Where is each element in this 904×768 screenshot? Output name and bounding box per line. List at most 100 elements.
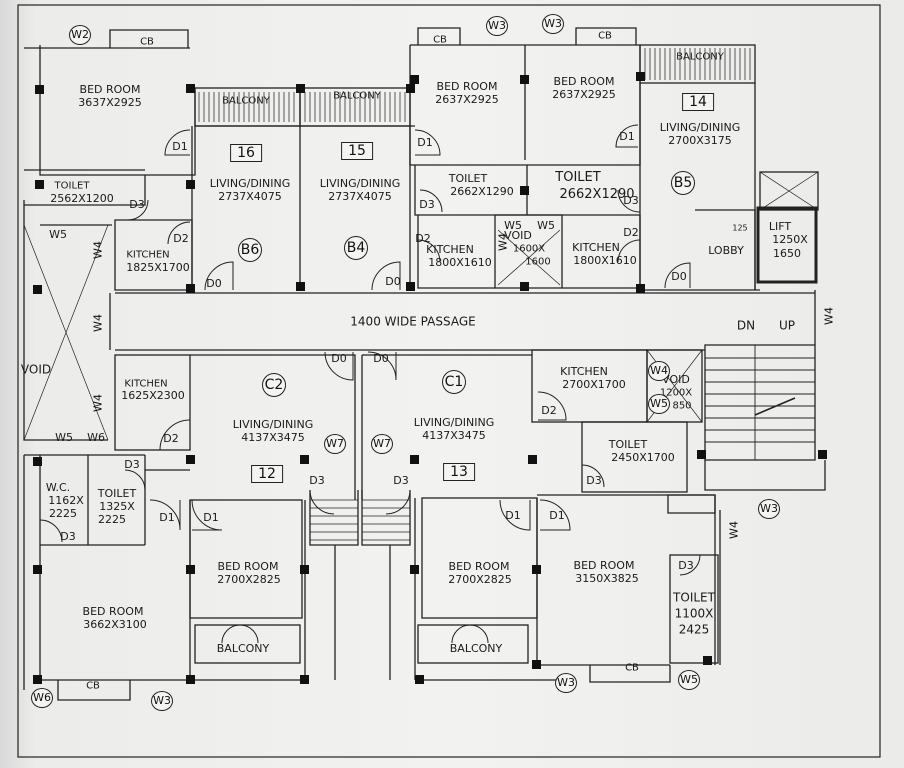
door-tag: D3 bbox=[586, 474, 602, 487]
window-tag: W5 bbox=[648, 394, 670, 414]
cb-label: CB bbox=[86, 680, 100, 692]
room-name: BED ROOM bbox=[82, 605, 144, 618]
door-tag: D1 bbox=[549, 509, 565, 522]
void-label: VOID bbox=[662, 373, 690, 386]
door-tag: D2 bbox=[623, 226, 639, 239]
window-tag: W3 bbox=[542, 14, 564, 34]
door-tag: D1 bbox=[172, 140, 188, 153]
room-name: TOILET bbox=[608, 438, 648, 451]
void-dim: 1600X bbox=[512, 243, 546, 255]
room-name: KITCHEN bbox=[572, 241, 620, 254]
door-tag: D3 bbox=[419, 198, 435, 211]
unit-number: 16 bbox=[230, 144, 262, 162]
room-name: LIVING/DINING bbox=[413, 416, 495, 429]
door-tag: D3 bbox=[129, 198, 145, 211]
window-tag: W3 bbox=[555, 673, 577, 693]
room-dim: 3662X3100 bbox=[83, 618, 147, 631]
room-dim: 1100X bbox=[674, 606, 714, 621]
void-dim: 1200X bbox=[659, 387, 693, 399]
window-tag: W4 bbox=[496, 233, 510, 251]
cb-label: CB bbox=[140, 36, 154, 48]
room-name: BED ROOM bbox=[553, 75, 615, 88]
room-name: LIVING/DINING bbox=[659, 121, 741, 134]
room-dim: 2737X4075 bbox=[328, 190, 392, 203]
room-name: BED ROOM bbox=[573, 559, 635, 572]
window-tag: W7 bbox=[371, 434, 393, 454]
room-name: BED ROOM bbox=[217, 560, 279, 573]
room-dim: 2700X3175 bbox=[668, 134, 732, 147]
room-dim: 1800X1610 bbox=[573, 254, 637, 267]
room-name: TOILET bbox=[448, 172, 488, 185]
stair-dn: DN bbox=[736, 318, 756, 333]
door-tag: D3 bbox=[309, 474, 325, 487]
unit-number: 15 bbox=[341, 142, 373, 160]
door-tag: D0 bbox=[671, 270, 687, 283]
cb-label: CB bbox=[433, 34, 447, 46]
room-name: BED ROOM bbox=[79, 83, 141, 96]
room-dim: 1825X1700 bbox=[126, 261, 190, 274]
block-marker: B5 bbox=[671, 171, 695, 195]
window-tag: W4 bbox=[822, 307, 836, 325]
room-dim: 2637X2925 bbox=[552, 88, 616, 101]
room-dim: 3637X2925 bbox=[78, 96, 142, 109]
room-dim: 1325X bbox=[99, 500, 135, 513]
window-tag: W4 bbox=[648, 361, 670, 381]
room-name: BED ROOM bbox=[436, 80, 498, 93]
block-marker: C1 bbox=[442, 370, 466, 394]
door-tag: D1 bbox=[203, 511, 219, 524]
window-tag: W6 bbox=[87, 431, 105, 444]
room-name: LOBBY bbox=[708, 244, 744, 257]
room-dim: 2450X1700 bbox=[611, 451, 675, 464]
room-dim: 2662X1290 bbox=[450, 185, 514, 198]
unit-number: 14 bbox=[682, 93, 714, 111]
room-name: LIVING/DINING bbox=[209, 177, 291, 190]
room-dim: 1162X bbox=[48, 494, 84, 507]
window-tag: W5 bbox=[49, 228, 67, 241]
door-tag: D3 bbox=[60, 530, 76, 543]
room-name: W.C. bbox=[45, 481, 71, 494]
balcony-label: BALCONY bbox=[222, 95, 270, 107]
block-marker: C2 bbox=[262, 373, 286, 397]
window-tag: W4 bbox=[91, 241, 105, 259]
room-dim: 2737X4075 bbox=[218, 190, 282, 203]
void-dim: 1600 bbox=[525, 256, 551, 268]
room-dim: 2562X1200 bbox=[50, 192, 114, 205]
room-dim: 4137X3475 bbox=[422, 429, 486, 442]
balcony-label: BALCONY bbox=[676, 51, 724, 63]
room-dim: 2700X2825 bbox=[217, 573, 281, 586]
balcony-label: BALCONY bbox=[216, 642, 270, 655]
room-dim: 2662X1290 bbox=[559, 187, 635, 202]
window-tag: W5 bbox=[55, 431, 73, 444]
door-tag: D0 bbox=[373, 352, 389, 365]
door-tag: D3 bbox=[623, 194, 639, 207]
door-tag: D2 bbox=[163, 432, 179, 445]
door-tag: D2 bbox=[173, 232, 189, 245]
unit-number: 12 bbox=[251, 465, 283, 483]
room-name: LIVING/DINING bbox=[319, 177, 401, 190]
balcony-label: BALCONY bbox=[449, 642, 503, 655]
room-name: TOILET bbox=[673, 590, 715, 605]
room-dim: 1800X1610 bbox=[428, 256, 492, 269]
door-tag: D1 bbox=[417, 136, 433, 149]
door-tag: D1 bbox=[619, 130, 635, 143]
room-dim: 2700X1700 bbox=[562, 378, 626, 391]
room-dim: 2225 bbox=[98, 513, 126, 526]
room-dim: 2637X2925 bbox=[435, 93, 499, 106]
block-marker: B6 bbox=[238, 238, 262, 262]
window-tag: W2 bbox=[69, 25, 91, 45]
balcony-label: BALCONY bbox=[333, 90, 381, 102]
void-label: VOID bbox=[20, 362, 52, 377]
room-dim: 1250X bbox=[772, 233, 808, 246]
door-tag: D0 bbox=[385, 275, 401, 288]
window-tag: W4 bbox=[91, 394, 105, 412]
room-name: LIVING/DINING bbox=[232, 418, 314, 431]
cb-label: CB bbox=[598, 30, 612, 42]
room-name: BED ROOM bbox=[448, 560, 510, 573]
window-tag: W3 bbox=[151, 691, 173, 711]
room-name: KITCHEN bbox=[124, 378, 168, 390]
room-dim: 2700X2825 bbox=[448, 573, 512, 586]
block-marker: B4 bbox=[344, 236, 368, 260]
void-label: VOID bbox=[504, 229, 532, 242]
window-tag: W6 bbox=[31, 688, 53, 708]
room-dim: 1625X2300 bbox=[121, 389, 185, 402]
